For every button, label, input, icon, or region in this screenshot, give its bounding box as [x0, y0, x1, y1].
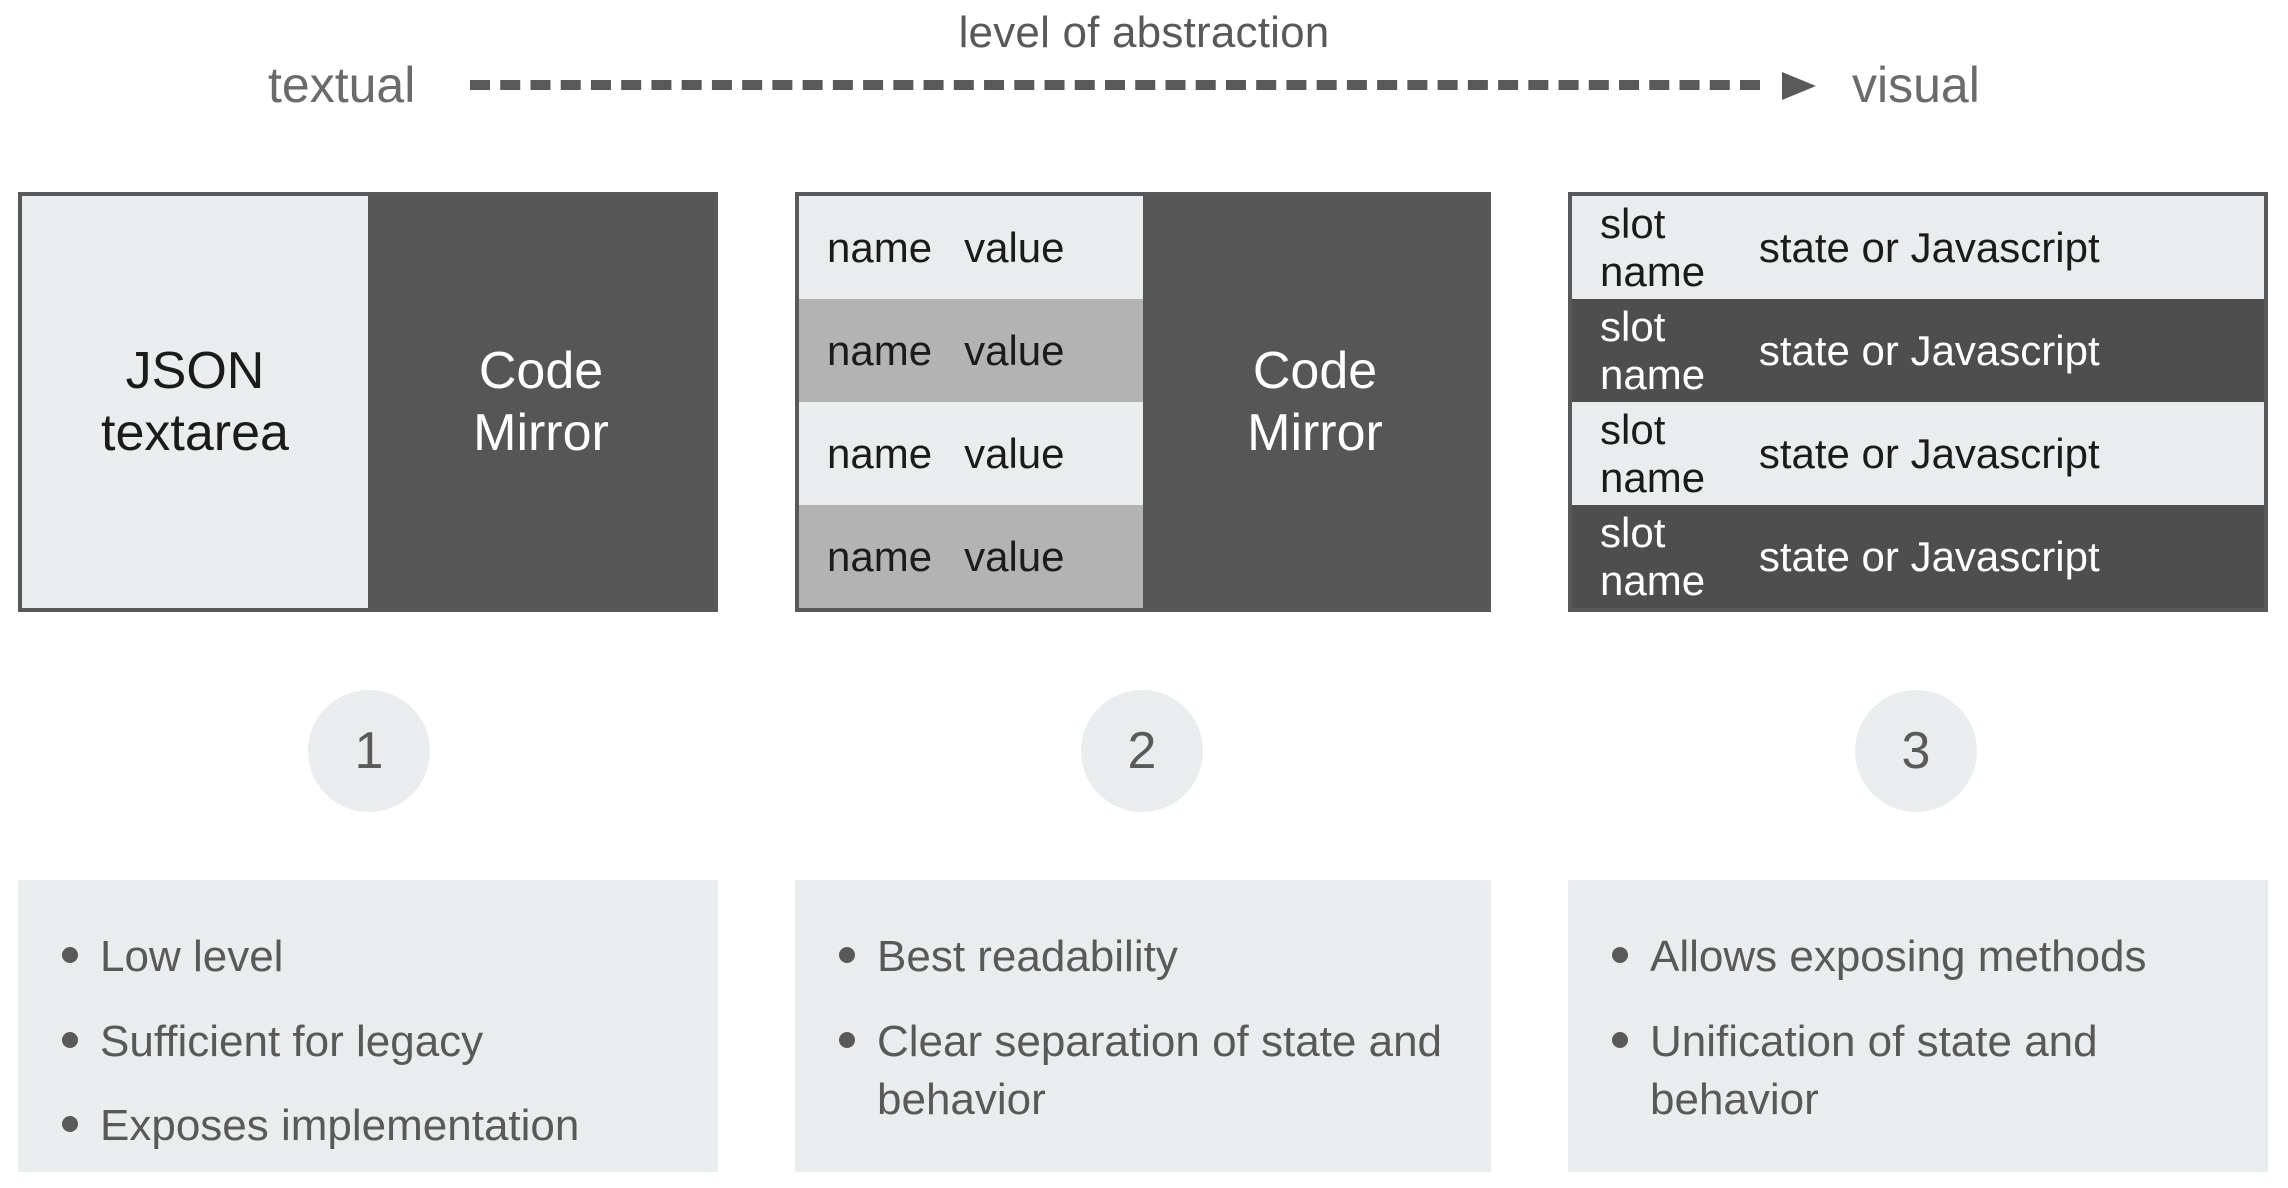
row-name-cell: name	[827, 429, 933, 477]
bullet-dot-icon	[62, 1116, 78, 1133]
axis-title: level of abstraction	[958, 8, 1330, 57]
table-row: slot name state or Javascript	[1572, 196, 2264, 299]
list-item: Low level	[62, 928, 674, 987]
panel-option-2: name value name value name value name va…	[795, 192, 1491, 612]
axis-label-textual: textual	[268, 57, 416, 113]
bullet-text: Unification of state and behavior	[1650, 1016, 2098, 1125]
table-row: name value	[799, 299, 1143, 402]
panel-2-rows-list: name value name value name value name va…	[799, 196, 1143, 608]
table-row: slot name state or Javascript	[1572, 402, 2264, 505]
row-value-cell: state or Javascript	[1758, 223, 2100, 271]
panel-1-left-label: JSON textarea	[101, 341, 289, 462]
row-value-cell: value	[964, 223, 1065, 271]
bullet-dot-icon	[62, 1031, 78, 1048]
bullet-dot-icon	[1612, 1031, 1628, 1048]
bullet-dot-icon	[62, 947, 78, 963]
row-value-cell: value	[964, 532, 1065, 580]
list-item: Allows exposing methods	[1612, 928, 2224, 987]
step-badge-3: 3	[1855, 690, 1977, 812]
bullet-card-1: Low level Sufficient for legacy Exposes …	[18, 880, 718, 1172]
table-row: name value	[799, 402, 1143, 505]
step-number: 2	[1127, 722, 1157, 780]
row-name-cell: slot name	[1600, 302, 1706, 398]
list-item: Unification of state and behavior	[1612, 1013, 2224, 1130]
bullet-text: Low level	[100, 932, 284, 981]
row-value-cell: value	[964, 429, 1065, 477]
row-name-cell: slot name	[1600, 508, 1706, 604]
bullet-card-2: Best readability Clear separation of sta…	[795, 880, 1491, 1172]
list-item: Sufficient for legacy	[62, 1013, 674, 1072]
bullet-dot-icon	[839, 1031, 855, 1048]
axis-label-visual: visual	[1852, 57, 1980, 113]
panel-2-right-block: Code Mirror	[1143, 196, 1487, 608]
bullet-dot-icon	[839, 947, 855, 963]
step-badge-2: 2	[1081, 690, 1203, 812]
bullet-text: Best readability	[877, 932, 1178, 981]
bullet-card-3: Allows exposing methods Unification of s…	[1568, 880, 2268, 1172]
row-name-cell: slot name	[1600, 199, 1706, 295]
row-name-cell: slot name	[1600, 405, 1706, 501]
table-row: name value	[799, 505, 1143, 608]
row-value-cell: state or Javascript	[1758, 326, 2100, 374]
panel-1-right-label: Code Mirror	[473, 341, 609, 462]
bullet-text: Exposes implementation	[100, 1101, 580, 1151]
bullet-text: Allows exposing methods	[1650, 932, 2147, 981]
bullet-text: Clear separation of state and behavior	[877, 1016, 1443, 1125]
bullet-text: Sufficient for legacy	[100, 1016, 484, 1066]
row-name-cell: name	[827, 532, 933, 580]
panel-1-left-block: JSON textarea	[22, 196, 368, 608]
row-value-cell: value	[964, 326, 1065, 374]
table-row: slot name state or Javascript	[1572, 299, 2264, 402]
list-item: Best readability	[839, 928, 1447, 987]
axis-dashed-line	[470, 80, 1760, 90]
panel-option-1: JSON textarea Code Mirror	[18, 192, 718, 612]
bullet-dot-icon	[1612, 947, 1628, 963]
panel-3-rows-list: slot name state or Javascript slot name …	[1572, 196, 2264, 608]
panel-2-right-label: Code Mirror	[1247, 341, 1383, 462]
list-item: Clear separation of state and behavior	[839, 1013, 1447, 1130]
row-value-cell: state or Javascript	[1758, 532, 2100, 580]
row-name-cell: name	[827, 223, 933, 271]
table-row: slot name state or Javascript	[1572, 505, 2264, 608]
step-number: 3	[1901, 722, 1931, 780]
panel-option-3: slot name state or Javascript slot name …	[1568, 192, 2268, 612]
abstraction-axis: level of abstraction textual visual	[0, 0, 2288, 150]
axis-arrow-icon	[470, 72, 1816, 100]
panel-1-right-block: Code Mirror	[368, 196, 714, 608]
axis-arrowhead-icon	[1782, 72, 1816, 100]
row-name-cell: name	[827, 326, 933, 374]
step-number: 1	[354, 722, 384, 780]
list-item: Exposes implementation	[62, 1097, 674, 1156]
row-value-cell: state or Javascript	[1758, 429, 2100, 477]
table-row: name value	[799, 196, 1143, 299]
step-badge-1: 1	[308, 690, 430, 812]
